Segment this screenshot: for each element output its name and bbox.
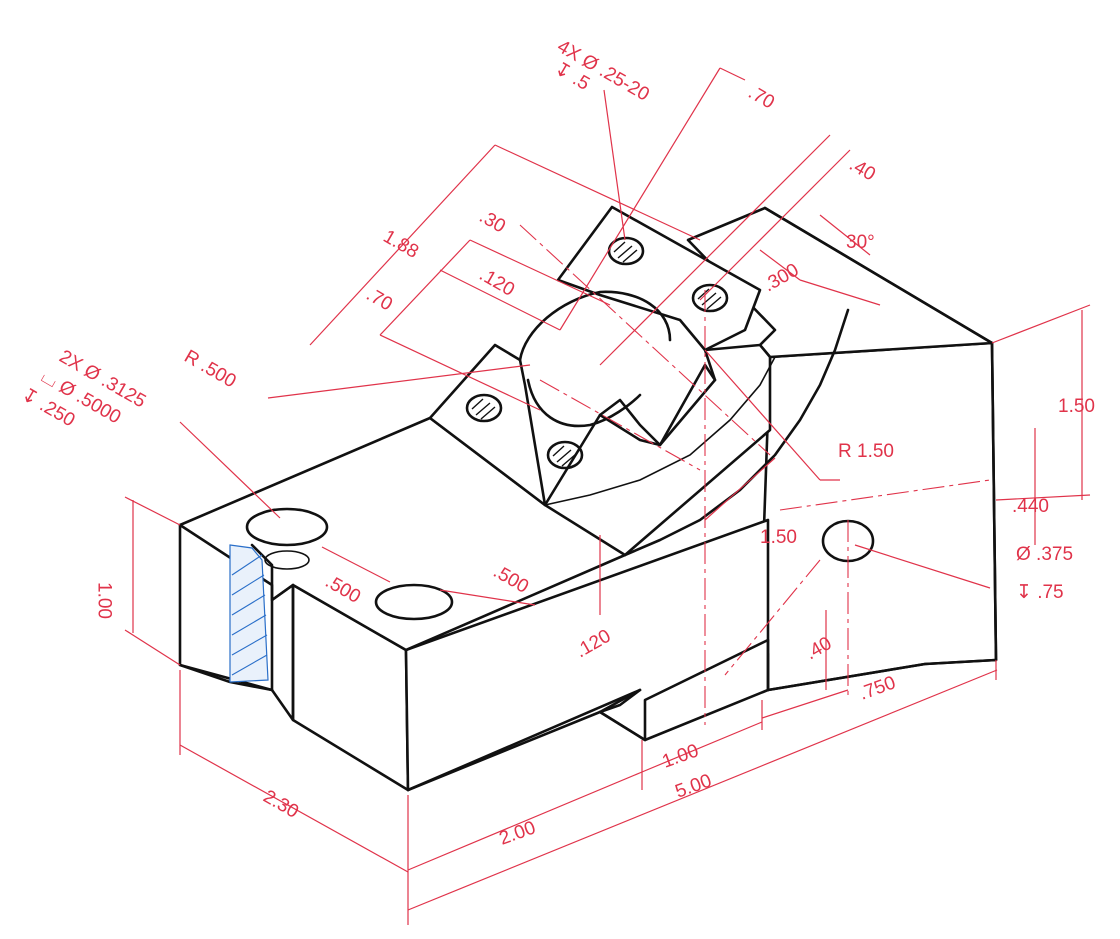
dimension-lines: [124, 67, 1091, 925]
middle-block-top: [428, 343, 547, 507]
saddle-v-notch: [598, 363, 717, 447]
right-end-face: [758, 341, 998, 692]
holes: [245, 236, 875, 621]
side-hole-callout: Ø .375: [1016, 544, 1073, 565]
dim-70-left: .70: [363, 284, 396, 315]
edge-arc-inner: [544, 356, 776, 506]
dim-40-top: .40: [846, 154, 879, 185]
dim-r500: R .500: [181, 346, 240, 392]
section-step: [250, 543, 295, 722]
dim-750: .750: [857, 672, 899, 704]
part-edges: [178, 206, 998, 792]
dim-70-top: .70: [745, 82, 778, 113]
cbore-hole-front: [374, 583, 454, 621]
dim-150-right: 1.50: [1058, 396, 1095, 417]
side-hole-depth: ↧ .75: [1016, 582, 1064, 603]
saddle-cylinder-cut: [518, 290, 672, 428]
tapped-holes: [465, 236, 729, 470]
cbore-hole-left: [245, 507, 329, 547]
dim-30-deg: 30°: [846, 232, 875, 253]
dim-150-mid: 1.50: [760, 527, 797, 548]
saddle-front: [543, 343, 772, 557]
dim-500-total: 5.00: [673, 770, 715, 802]
dim-120-top: .120: [476, 264, 519, 301]
dim-100-left: 1.00: [94, 582, 115, 619]
edge-bottom-right: [766, 658, 998, 692]
edge-top-back: [763, 206, 994, 345]
dim-100-bottom: 1.00: [660, 740, 702, 772]
dim-440: .440: [1012, 496, 1049, 517]
edge-arc-front: [623, 308, 850, 557]
saddle-block: [556, 205, 762, 352]
dim-30: .30: [476, 206, 509, 237]
section-hatch: [229, 544, 269, 683]
dim-r150: R 1.50: [838, 441, 894, 462]
edge-right-vertical: [990, 341, 998, 662]
section-hatch-area: [229, 544, 269, 683]
edge-front-bottom: [406, 710, 602, 792]
dim-200: 2.00: [497, 817, 539, 849]
dim-230: 2.30: [260, 786, 303, 823]
cbore-hole-left-inner: [264, 550, 310, 570]
edge-notch: [598, 638, 770, 742]
